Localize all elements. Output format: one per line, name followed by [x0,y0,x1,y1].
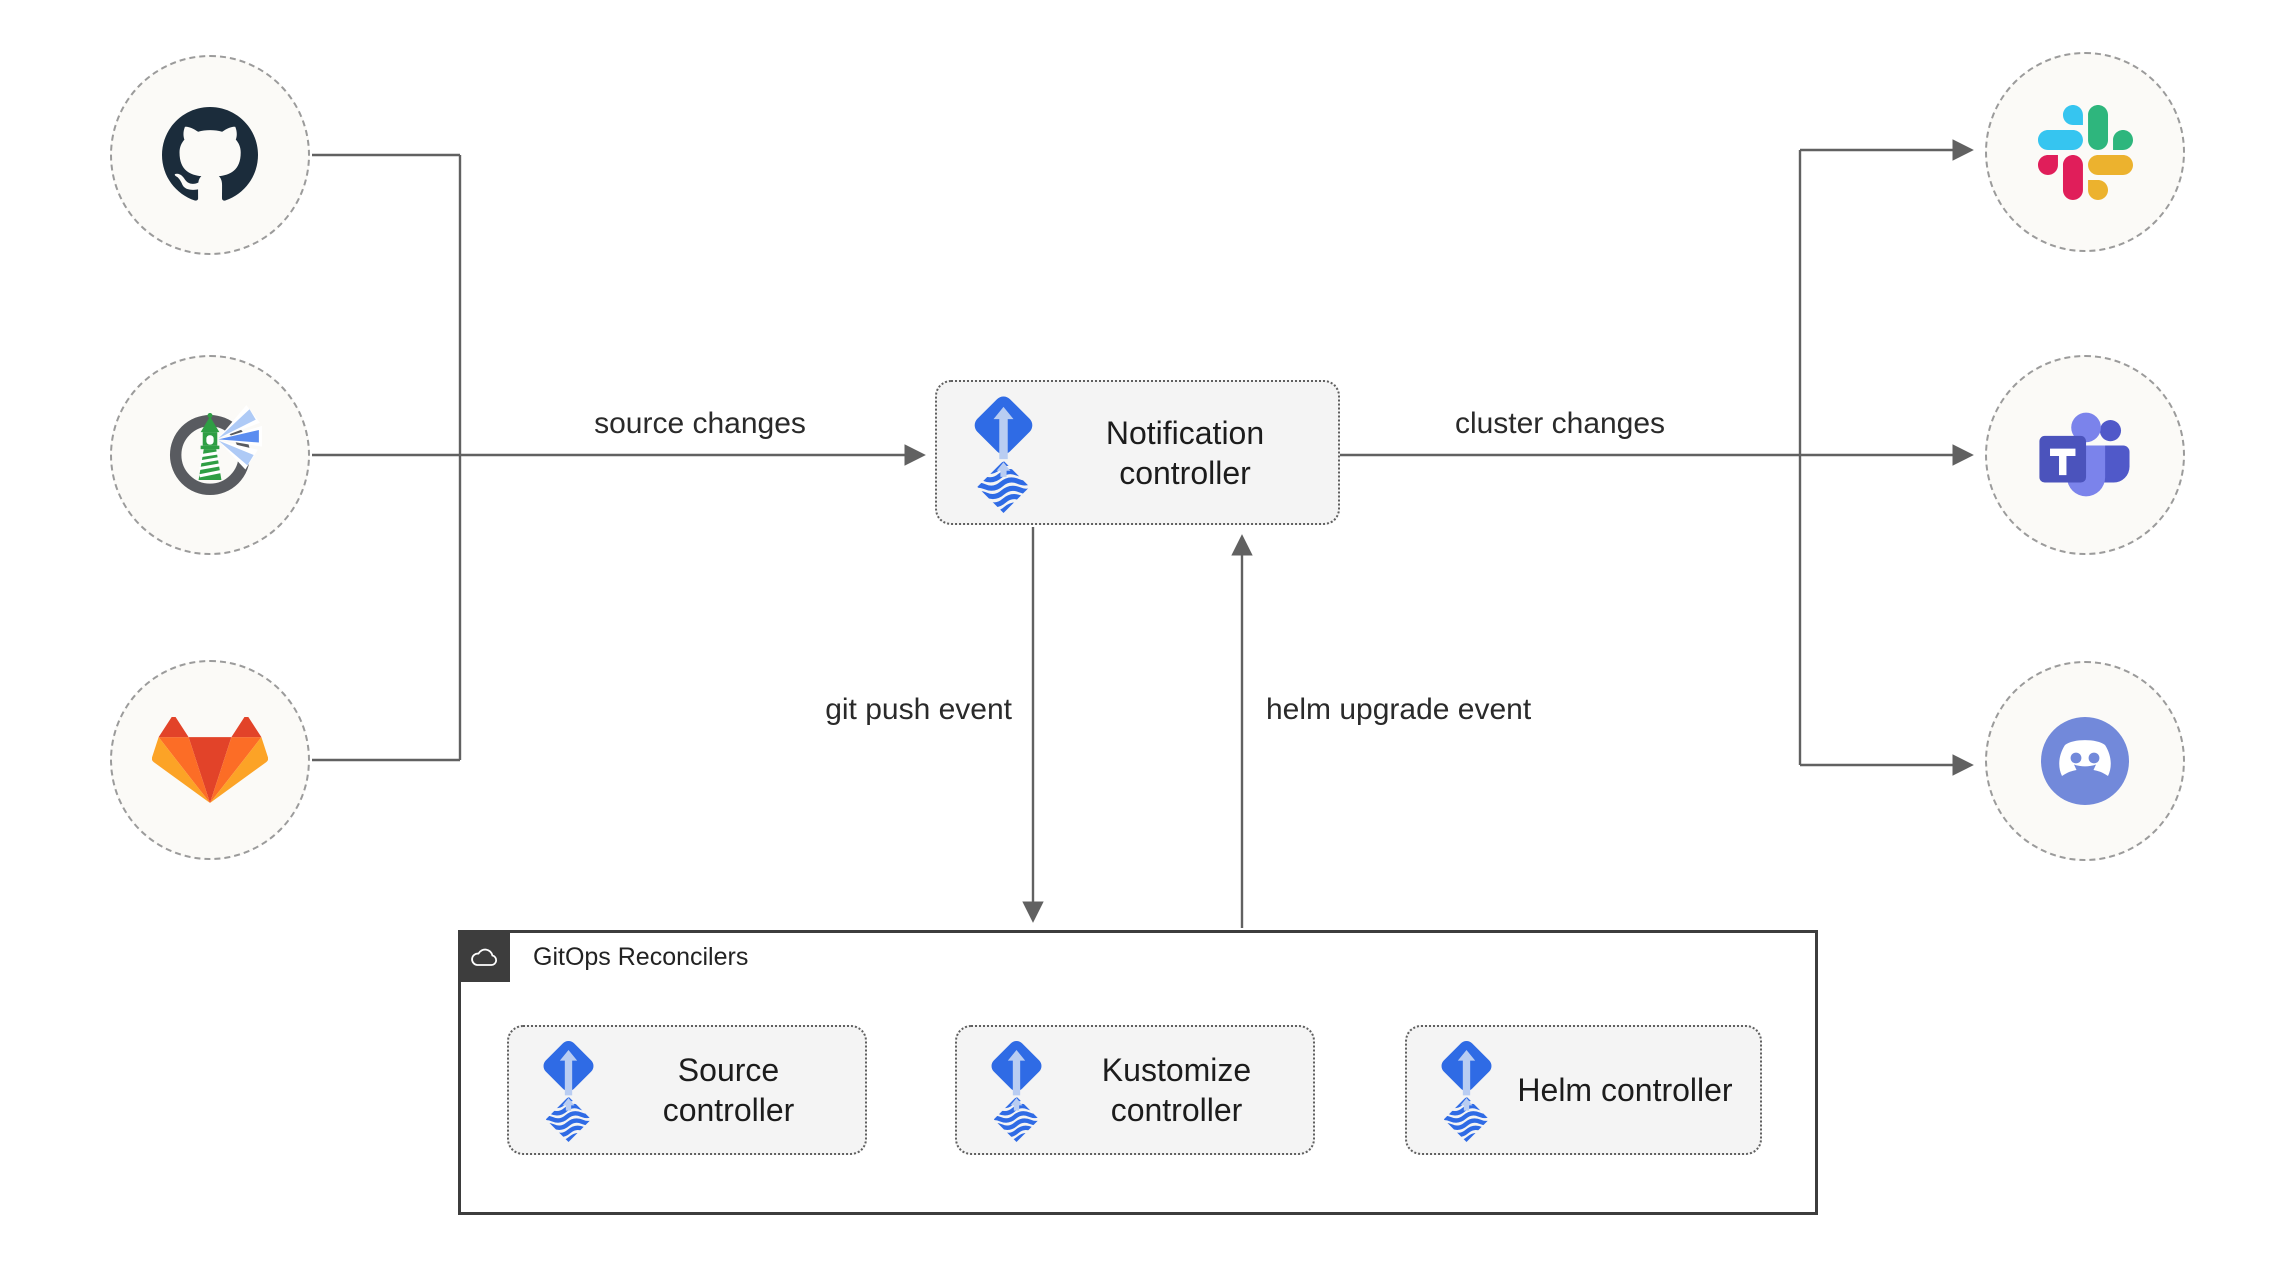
edge-label-helm-upgrade-event: helm upgrade event [1266,693,1532,726]
gitlab-icon [152,716,268,803]
flux-icon [535,1038,602,1142]
edge-label-cluster-changes: cluster changes [1454,407,1666,440]
flux-icon [983,1038,1050,1142]
helm-controller-label: Helm controller [1517,1072,1733,1108]
slack-icon [2037,104,2133,200]
node-harbor [110,355,310,555]
group-corner-badge [458,930,510,982]
source-controller-label: Source controller [662,1052,795,1128]
flux-icon [1433,1038,1500,1142]
node-gitlab [110,660,310,860]
helm-controller-box: Helm controller [1405,1025,1762,1155]
notification-controller-box: Notification controller [935,380,1340,525]
node-slack [1985,52,2185,252]
kustomize-controller-box: Kustomize controller [955,1025,1315,1155]
flux-icon [965,393,1042,513]
notification-controller-label: Notification controller [1105,414,1265,491]
edge-label-source-changes: source changes [594,407,806,440]
harbor-icon [169,405,262,496]
node-discord [1985,661,2185,861]
source-controller-box: Source controller [507,1025,867,1155]
gitops-reconcilers-title: GitOps Reconcilers [533,943,749,971]
node-github [110,55,310,255]
cloud-icon [471,948,498,966]
discord-icon [2041,717,2129,805]
node-microsoft-teams [1985,355,2185,555]
edge-label-git-push-event: git push event [825,693,1012,726]
github-icon [162,107,258,201]
kustomize-controller-label: Kustomize controller [1101,1052,1252,1128]
microsoft-teams-icon [2039,412,2130,497]
